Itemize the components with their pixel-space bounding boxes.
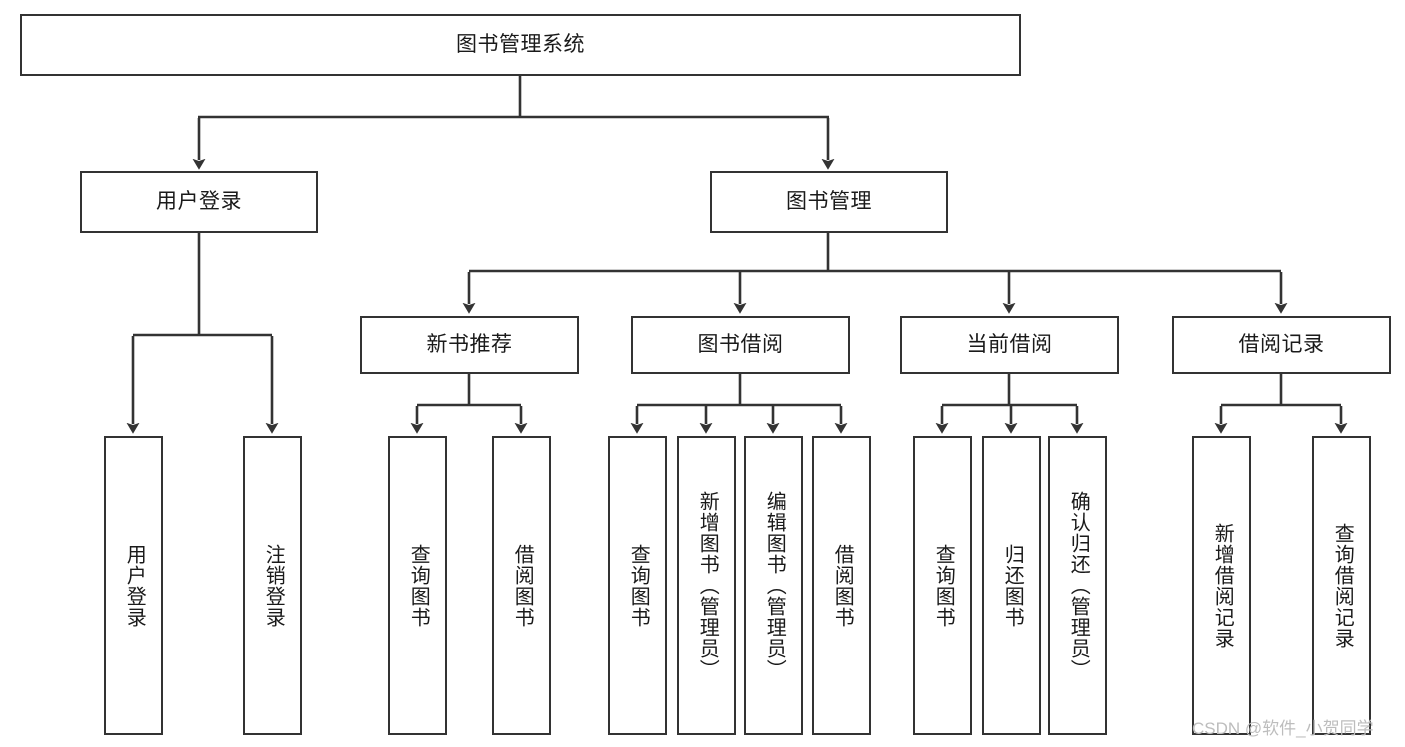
node-leaf-add-book-label: 新增图书（管理员） bbox=[696, 491, 719, 680]
node-leaf-query-book-2[interactable]: 查询图书 bbox=[608, 436, 667, 735]
node-book-manage[interactable]: 图书管理 bbox=[710, 171, 948, 233]
node-leaf-logout[interactable]: 注销登录 bbox=[243, 436, 302, 735]
node-leaf-add-book[interactable]: 新增图书（管理员） bbox=[677, 436, 736, 735]
node-leaf-borrow-book-1-label: 借阅图书 bbox=[511, 543, 534, 628]
node-leaf-query-book-3-label: 查询图书 bbox=[932, 543, 955, 628]
node-leaf-confirm-return[interactable]: 确认归还（管理员） bbox=[1048, 436, 1107, 735]
node-leaf-borrow-book-2-label: 借阅图书 bbox=[831, 543, 854, 628]
node-new-book-rec[interactable]: 新书推荐 bbox=[360, 316, 579, 374]
node-book-borrow[interactable]: 图书借阅 bbox=[631, 316, 850, 374]
node-leaf-edit-book[interactable]: 编辑图书（管理员） bbox=[744, 436, 803, 735]
node-leaf-query-book-2-label: 查询图书 bbox=[627, 543, 650, 628]
node-leaf-query-record[interactable]: 查询借阅记录 bbox=[1312, 436, 1371, 735]
node-root[interactable]: 图书管理系统 bbox=[20, 14, 1021, 76]
node-root-label: 图书管理系统 bbox=[456, 32, 585, 56]
node-leaf-query-book-1-label: 查询图书 bbox=[407, 543, 430, 628]
node-leaf-borrow-book-2[interactable]: 借阅图书 bbox=[812, 436, 871, 735]
node-leaf-confirm-return-label: 确认归还（管理员） bbox=[1067, 491, 1090, 680]
node-leaf-borrow-book-1[interactable]: 借阅图书 bbox=[492, 436, 551, 735]
node-leaf-add-record[interactable]: 新增借阅记录 bbox=[1192, 436, 1251, 735]
node-leaf-add-record-label: 新增借阅记录 bbox=[1211, 522, 1234, 649]
node-book-borrow-label: 图书借阅 bbox=[697, 332, 784, 356]
node-borrow-record-label: 借阅记录 bbox=[1238, 332, 1325, 356]
node-leaf-return-book[interactable]: 归还图书 bbox=[982, 436, 1041, 735]
node-leaf-edit-book-label: 编辑图书（管理员） bbox=[763, 491, 786, 680]
node-leaf-user-login-label: 用户登录 bbox=[123, 543, 146, 628]
node-user-login[interactable]: 用户登录 bbox=[80, 171, 318, 233]
node-current-borrow[interactable]: 当前借阅 bbox=[900, 316, 1119, 374]
node-leaf-return-book-label: 归还图书 bbox=[1001, 543, 1024, 628]
node-leaf-query-book-1[interactable]: 查询图书 bbox=[388, 436, 447, 735]
node-new-book-rec-label: 新书推荐 bbox=[426, 332, 513, 356]
node-user-login-label: 用户登录 bbox=[156, 189, 242, 213]
node-borrow-record[interactable]: 借阅记录 bbox=[1172, 316, 1391, 374]
node-leaf-query-record-label: 查询借阅记录 bbox=[1331, 522, 1354, 649]
node-book-manage-label: 图书管理 bbox=[786, 189, 872, 213]
node-leaf-user-login[interactable]: 用户登录 bbox=[104, 436, 163, 735]
node-leaf-query-book-3[interactable]: 查询图书 bbox=[913, 436, 972, 735]
node-current-borrow-label: 当前借阅 bbox=[966, 332, 1053, 356]
node-leaf-logout-label: 注销登录 bbox=[262, 543, 285, 628]
